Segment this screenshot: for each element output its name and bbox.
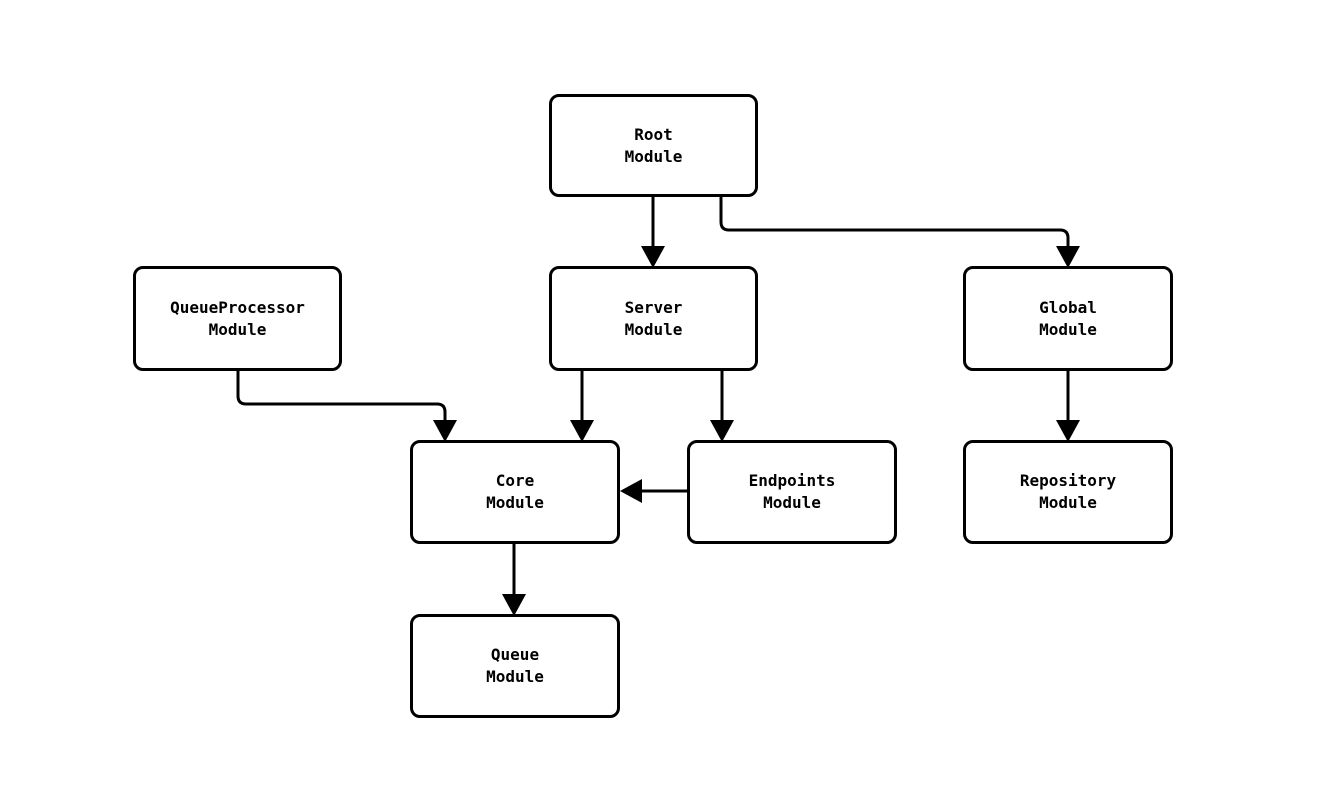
edge-global-to-repository [1056,371,1080,442]
edge-endpoints-to-core [620,479,687,503]
arrowhead-down-icon [570,420,594,442]
edge-core-to-queue [502,544,526,616]
node-queueprocessor[interactable]: QueueProcessor Module [133,266,342,371]
edge-queueprocessor-to-core [236,371,457,442]
node-queue-label: Queue Module [486,645,544,686]
edge-server-to-endpoints [710,371,734,442]
node-queue[interactable]: Queue Module [410,614,620,718]
node-queueprocessor-label: QueueProcessor Module [170,297,305,339]
node-core[interactable]: Core Module [410,440,620,544]
edge-server-to-core [570,371,594,442]
node-root[interactable]: Root Module [549,94,758,197]
arrowhead-down-icon [1056,246,1080,268]
edge-line [719,197,1070,258]
node-endpoints-label: Endpoints Module [748,471,836,512]
edge-root-to-server [641,197,665,268]
edge-line [236,371,447,432]
node-repository-label: Repository Module [1019,471,1117,512]
edge-root-to-global [719,197,1080,268]
arrowhead-down-icon [710,420,734,442]
node-server-label: Server Module [624,297,683,339]
node-global[interactable]: Global Module [963,266,1173,371]
arrowhead-down-icon [502,594,526,616]
arrowhead-down-icon [641,246,665,268]
arrowhead-down-icon [433,420,457,442]
node-server[interactable]: Server Module [549,266,758,371]
node-global-label: Global Module [1039,297,1097,339]
node-endpoints[interactable]: Endpoints Module [687,440,897,544]
node-root-label: Root Module [624,124,683,166]
arrowhead-left-icon [620,479,642,503]
node-core-label: Core Module [486,471,544,512]
arrowhead-down-icon [1056,420,1080,442]
node-repository[interactable]: Repository Module [963,440,1173,544]
